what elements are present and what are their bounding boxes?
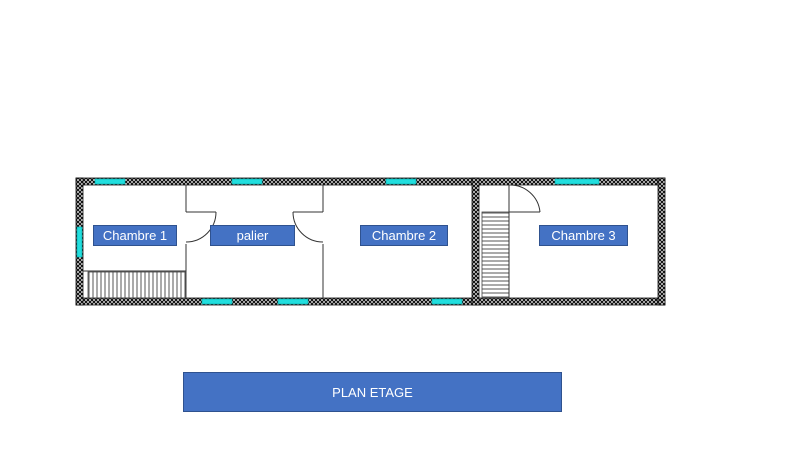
- staircase-horizontal: [87, 271, 187, 299]
- plan-title: PLAN ETAGE: [183, 372, 562, 412]
- window-bottom-1: [201, 298, 233, 305]
- stairs: [87, 211, 510, 299]
- door-chambre3: [508, 184, 541, 213]
- window-bottom-2: [277, 298, 309, 305]
- staircase-vertical: [481, 211, 510, 299]
- window-top-3: [385, 178, 417, 185]
- window-left: [76, 226, 83, 258]
- door-chambre2: [292, 211, 324, 243]
- bottom-wall: [75, 297, 666, 306]
- window-top-1: [94, 178, 126, 185]
- window-top-2: [231, 178, 263, 185]
- middle-wall: [471, 177, 480, 306]
- doors: [185, 184, 541, 243]
- door-chambre1: [185, 211, 217, 243]
- window-top-4: [554, 178, 600, 185]
- label-chambre-2: Chambre 2: [360, 225, 448, 246]
- right-wall: [657, 177, 666, 306]
- label-palier: palier: [210, 225, 295, 246]
- label-chambre-1: Chambre 1: [93, 225, 177, 246]
- label-chambre-3: Chambre 3: [539, 225, 628, 246]
- window-bottom-3: [431, 298, 463, 305]
- interior-partitions: [83, 185, 324, 298]
- windows: [76, 178, 600, 305]
